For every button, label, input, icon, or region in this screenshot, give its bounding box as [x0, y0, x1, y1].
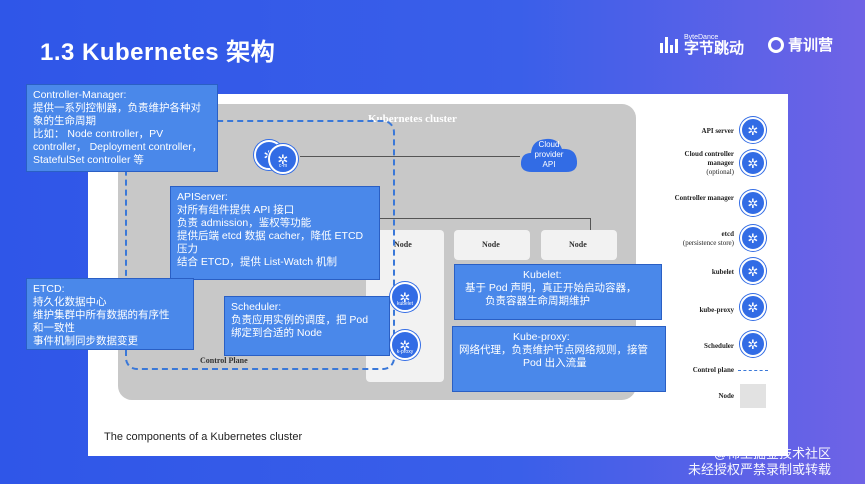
connector-line — [360, 218, 590, 219]
callout-apiserver: APIServer: 对所有组件提供 API 接口 负责 admission，鉴… — [170, 186, 380, 280]
cloud-provider-text: Cloud provider API — [518, 140, 580, 170]
callout-line: controller， Deployment controller， — [33, 141, 203, 153]
node-label-2: Node — [482, 240, 500, 249]
legend-control-plane: Control plane — [692, 366, 734, 374]
kubelet-icon-label: kubelet — [396, 301, 414, 307]
callout-line: 结合 ETCD，提供 List-Watch 机制 — [177, 256, 338, 268]
connector-line — [590, 218, 591, 232]
kube-proxy-icon: ✲k-proxy — [390, 330, 420, 360]
cloud-controller-manager-icon: ✲ — [740, 150, 766, 176]
scheduler-icon: ✲ — [740, 331, 766, 357]
callout-line: Pod 出入流量 — [523, 357, 587, 369]
node-box-3 — [541, 230, 617, 260]
control-plane-legend-line — [738, 370, 768, 371]
callout-kube-proxy: Kube-proxy: 网络代理，负责维护节点网络规则，接管 Pod 出入流量 — [452, 326, 666, 392]
legend-kubelet: kubelet — [711, 268, 734, 276]
c-m-icon-label: c-m — [278, 163, 288, 169]
callout-line: Kubelet: — [523, 269, 562, 281]
qingxun-text: 青训营 — [788, 37, 834, 54]
bytedance-big-text: 字节跳动 — [684, 40, 745, 57]
kube-proxy-legend-icon: ✲ — [740, 294, 766, 320]
slide-title: 1.3 Kubernetes 架构 — [40, 39, 276, 66]
legend-etcd-label: etcd — [721, 230, 734, 238]
callout-line: 提供一系列控制器，负责维护各种对 — [33, 102, 201, 114]
connector-line — [300, 156, 520, 157]
bytedance-small-text: ByteDance — [684, 34, 719, 41]
kubelet-legend-icon: ✲ — [740, 258, 766, 284]
callout-line: 绑定到合适的 Node — [231, 327, 323, 339]
callout-line: Scheduler: — [231, 301, 282, 313]
callout-line: 负责容器生命周期维护 — [485, 295, 590, 307]
callout-line: Controller-Manager: — [33, 89, 127, 101]
callout-line: 负责应用实例的调度，把 Pod — [231, 314, 369, 326]
callout-line: 维护集群中所有数据的有序性 — [33, 309, 170, 321]
legend-etcd: etcd (persistence store) — [660, 230, 734, 248]
callout-controller-manager: Controller-Manager: 提供一系列控制器，负责维护各种对 象的生… — [26, 84, 218, 172]
callout-line: 事件机制同步数据变更 — [33, 335, 138, 347]
cloud-line-2: provider — [534, 150, 564, 159]
legend-etcd-sub: (persistence store) — [682, 239, 734, 247]
legend-api-server: API server — [701, 127, 734, 135]
callout-line: StatefulSet controller 等 — [33, 154, 144, 166]
node-label-3: Node — [569, 240, 587, 249]
callout-etcd: ETCD: 持久化数据中心 维护集群中所有数据的有序性 和一致性 事件机制同步数… — [26, 278, 194, 350]
control-plane-label: Control Plane — [200, 356, 248, 365]
diagram-caption: The components of a Kubernetes cluster — [104, 431, 303, 443]
watermark-line-2: 未经授权严禁录制或转载 — [688, 462, 832, 477]
callout-line: 持久化数据中心 — [33, 296, 107, 308]
bytedance-logo: ByteDance 字节跳动 — [660, 34, 744, 56]
k-proxy-icon-label: k-proxy — [396, 349, 414, 355]
legend-ccm-sub: (optional) — [706, 168, 734, 176]
node-label-1: Node — [394, 240, 412, 249]
controller-manager-legend-icon: ✲ — [740, 190, 766, 216]
legend-controller-manager: Controller manager — [674, 194, 734, 202]
callout-line: 基于 Pod 声明，真正开始启动容器， — [465, 282, 637, 294]
legend-ccm-label: Cloud controller manager — [684, 150, 734, 167]
etcd-icon: ✲ — [740, 225, 766, 251]
node-legend-swatch — [740, 384, 766, 408]
cloud-line-3: API — [542, 160, 556, 169]
watermark-line-1: @稀土掘金技术社区 — [713, 446, 832, 461]
legend-kube-proxy: kube-proxy — [699, 306, 735, 314]
callout-scheduler: Scheduler: 负责应用实例的调度，把 Pod 绑定到合适的 Node — [224, 296, 390, 356]
legend-node: Node — [718, 392, 734, 400]
callout-line: 负责 admission，鉴权等功能 — [177, 217, 312, 229]
callout-line: 象的生命周期 — [33, 115, 96, 127]
callout-line: ETCD: — [33, 283, 65, 295]
callout-line: 提供后端 etcd 数据 cacher，降低 ETCD — [177, 230, 364, 242]
callout-line: 网络代理，负责维护节点网络规则，接管 — [459, 344, 648, 356]
callout-line: 压力 — [177, 243, 198, 255]
callout-kubelet: Kubelet: 基于 Pod 声明，真正开始启动容器， 负责容器生命周期维护 — [454, 264, 662, 320]
callout-line: 比如： Node controller，PV — [33, 128, 164, 140]
bytedance-bars-icon — [660, 37, 678, 53]
node-box-2 — [454, 230, 530, 260]
controller-manager-icon: ✲c-m — [268, 144, 298, 174]
callout-line: APIServer: — [177, 191, 228, 203]
legend-scheduler: Scheduler — [704, 342, 734, 350]
api-server-icon: ✲ — [740, 117, 766, 143]
cloud-line-1: Cloud — [538, 140, 560, 149]
qingxun-logo: 青训营 — [768, 34, 833, 55]
qingxun-ring-icon — [768, 36, 784, 53]
legend-cloud-controller-manager: Cloud controller manager (optional) — [660, 150, 734, 177]
callout-line: Kube-proxy: — [513, 331, 570, 343]
watermark: @稀土掘金技术社区 未经授权严禁录制或转载 — [688, 446, 831, 478]
kubelet-icon: ✲kubelet — [390, 282, 420, 312]
control-plane-box — [125, 120, 395, 370]
callout-line: 对所有组件提供 API 接口 — [177, 204, 295, 216]
cloud-icon — [520, 138, 578, 172]
callout-line: 和一致性 — [33, 322, 75, 334]
